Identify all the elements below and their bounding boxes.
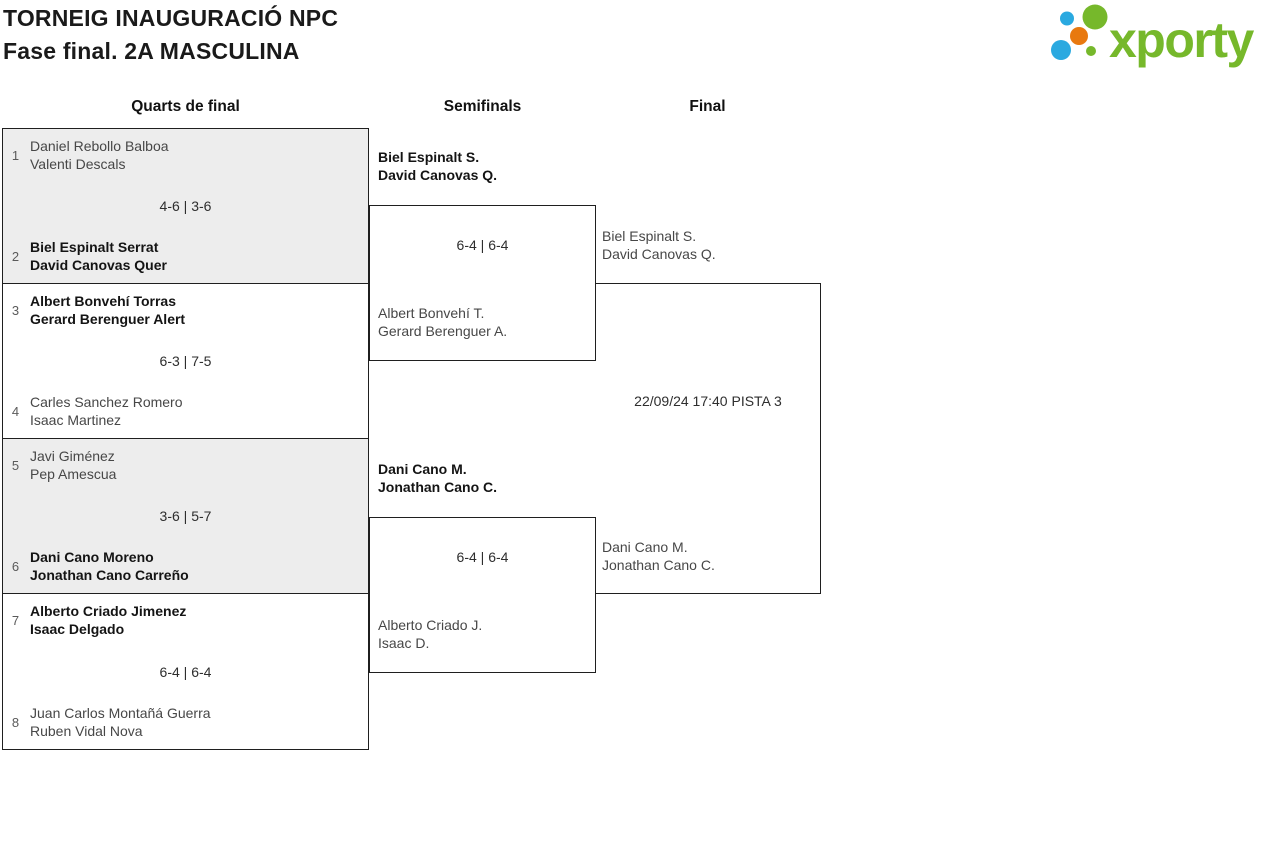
seed-number: 7 [11, 612, 20, 628]
round-header-quarterfinals: Quarts de final [131, 98, 240, 115]
player-name: Valenti Descals [30, 156, 126, 172]
player-name: Biel Espinalt S. [602, 228, 697, 244]
player-name: Jonathan Cano C. [378, 479, 498, 495]
round-header-final: Final [689, 98, 726, 115]
logo-circle-blue-big-icon [1051, 40, 1071, 60]
team-names: Carles Sanchez Romero Isaac Martinez [30, 393, 183, 429]
player-name: Biel Espinalt S. [378, 149, 480, 165]
xporty-logo[interactable]: xporty [1046, 0, 1280, 70]
logo-circle-blue-small-icon [1060, 11, 1074, 26]
team-names: Dani Cano Moreno Jonathan Cano Carreño [30, 548, 189, 584]
match-score: 6-3 | 7-5 [159, 353, 212, 369]
team-names: Albert Bonvehí Torras Gerard Berenguer A… [30, 292, 185, 328]
player-name: David Canovas Q. [378, 167, 498, 183]
player-name: David Canovas Q. [602, 246, 716, 262]
qf-match-1[interactable]: 1 Daniel Rebollo Balboa Valenti Descals … [2, 128, 369, 284]
player-name: Alberto Criado J. [378, 617, 483, 633]
match-score: 6-4 | 6-4 [159, 663, 212, 680]
team-names: Biel Espinalt Serrat David Canovas Quer [30, 238, 167, 274]
player-name: Gerard Berenguer A. [378, 323, 508, 339]
player-name: Javi Giménez [30, 448, 115, 464]
qf-match-4[interactable]: 7 Alberto Criado Jimenez Isaac Delgado 6… [2, 593, 369, 750]
final-match[interactable] [595, 283, 821, 594]
player-name: David Canovas Quer [30, 257, 167, 273]
sf-match-1[interactable]: 6-4 | 6-4 Albert Bonvehí T. Gerard Beren… [369, 205, 596, 361]
team-entry: 5 Javi Giménez Pep Amescua [10, 447, 364, 483]
final-team-top: Biel Espinalt S. David Canovas Q. [602, 227, 716, 263]
team-entry: 1 Daniel Rebollo Balboa Valenti Descals [10, 137, 364, 173]
seed-number: 8 [11, 714, 20, 730]
team-entry: 6 Dani Cano Moreno Jonathan Cano Carreño [10, 548, 364, 584]
team-names: Albert Bonvehí T. Gerard Berenguer A. [378, 304, 507, 340]
page-title: TORNEIG INAUGURACIÓ NPC Fase final. 2A M… [3, 2, 338, 68]
final-team-bottom: Dani Cano M. Jonathan Cano C. [602, 538, 715, 574]
team-names: Alberto Criado J. Isaac D. [378, 616, 482, 652]
team-names: Juan Carlos Montañá Guerra Ruben Vidal N… [30, 704, 211, 740]
player-name: Isaac Martinez [30, 412, 122, 428]
player-name: Pep Amescua [30, 466, 117, 482]
seed-number: 5 [11, 457, 20, 473]
player-name: Dani Cano Moreno [30, 549, 154, 565]
player-name: Isaac D. [378, 635, 430, 651]
player-name: Ruben Vidal Nova [30, 723, 143, 739]
player-name: Jonathan Cano Carreño [30, 567, 189, 583]
seed-number: 1 [11, 147, 20, 163]
match-score: 6-4 | 6-4 [456, 548, 509, 565]
player-name: Biel Espinalt Serrat [30, 239, 159, 255]
team-entry: 3 Albert Bonvehí Torras Gerard Berenguer… [10, 292, 364, 328]
player-name: Jonathan Cano C. [602, 557, 715, 573]
team-entry: 7 Alberto Criado Jimenez Isaac Delgado [10, 602, 364, 638]
logo-circle-orange-icon [1070, 27, 1088, 45]
seed-number: 4 [11, 403, 20, 419]
player-name: Alberto Criado Jimenez [30, 603, 187, 619]
sf-match-2[interactable]: 6-4 | 6-4 Alberto Criado J. Isaac D. [369, 517, 596, 673]
logo-mark-icon: xporty [1051, 4, 1256, 68]
phase-subtitle: Fase final. 2A MASCULINA [3, 38, 300, 64]
match-score: 4-6 | 3-6 [159, 198, 212, 214]
final-match-info: 22/09/24 17:40 PISTA 3 [634, 393, 782, 409]
logo-wordmark: xporty [1109, 12, 1255, 68]
match-score: 6-4 | 6-4 [456, 236, 509, 253]
sf-match-2-team-top: Dani Cano M. Jonathan Cano C. [378, 460, 497, 496]
logo-circle-green-small-icon [1086, 46, 1096, 56]
player-name: Juan Carlos Montañá Guerra [30, 705, 211, 721]
player-name: Dani Cano M. [378, 461, 467, 477]
seed-number: 2 [11, 248, 20, 264]
qf-match-2[interactable]: 3 Albert Bonvehí Torras Gerard Berenguer… [2, 283, 369, 439]
team-entry: 8 Juan Carlos Montañá Guerra Ruben Vidal… [10, 704, 364, 740]
player-name: Albert Bonvehí Torras [30, 293, 176, 309]
sf-match-1-team-top: Biel Espinalt S. David Canovas Q. [378, 148, 497, 184]
match-score: 3-6 | 5-7 [159, 508, 212, 524]
team-entry: Alberto Criado J. Isaac D. [378, 616, 591, 652]
player-name: Albert Bonvehí T. [378, 305, 485, 321]
player-name: Dani Cano M. [602, 539, 688, 555]
player-name: Gerard Berenguer Alert [30, 311, 186, 327]
team-names: Javi Giménez Pep Amescua [30, 447, 116, 483]
team-entry: 4 Carles Sanchez Romero Isaac Martinez [10, 393, 364, 429]
team-names: Alberto Criado Jimenez Isaac Delgado [30, 602, 186, 638]
tournament-title: TORNEIG INAUGURACIÓ NPC [3, 5, 339, 31]
logo-circle-green-big-icon [1082, 4, 1108, 30]
team-entry: Albert Bonvehí T. Gerard Berenguer A. [378, 304, 591, 340]
seed-number: 6 [11, 558, 20, 574]
player-name: Isaac Delgado [30, 621, 125, 637]
player-name: Carles Sanchez Romero [30, 394, 183, 410]
team-names: Daniel Rebollo Balboa Valenti Descals [30, 137, 169, 173]
team-entry: 2 Biel Espinalt Serrat David Canovas Que… [10, 238, 364, 274]
player-name: Daniel Rebollo Balboa [30, 138, 169, 154]
round-header-semifinals: Semifinals [443, 98, 522, 115]
seed-number: 3 [11, 302, 20, 318]
qf-match-3[interactable]: 5 Javi Giménez Pep Amescua 3-6 | 5-7 6 D… [2, 438, 369, 594]
